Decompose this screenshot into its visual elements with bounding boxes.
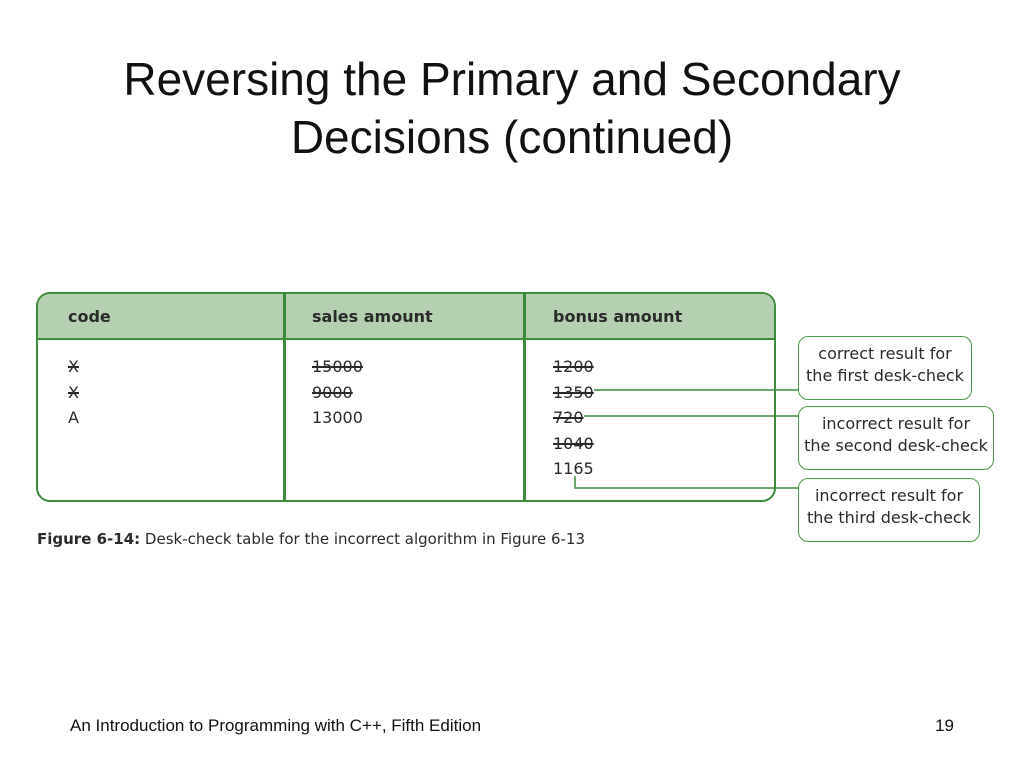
code-value: A [68,408,79,427]
column-divider [283,294,286,500]
sales-amount-value: 9000 [312,382,353,402]
figure-caption: Figure 6-14: Desk-check table for the in… [37,530,585,548]
code-column-values: X X A [68,354,79,431]
bonus-amount-value: 1350 [553,382,594,402]
callout-text: correct result for [818,344,952,363]
slide-title: Reversing the Primary and Secondary Deci… [40,50,984,166]
table-header-row [38,294,774,340]
column-divider [523,294,526,500]
bonus-amount-column-values: 1200 1350 720 1040 1165 [553,354,594,482]
callout-third-desk-check: incorrect result for the third desk-chec… [798,478,980,542]
slide-title-line-2: Decisions (continued) [290,111,734,163]
figure-label: Figure 6-14: [37,530,141,548]
callout-second-desk-check: incorrect result for the second desk-che… [798,406,994,470]
header-code: code [68,307,111,326]
footer-page-number: 19 [935,716,954,735]
callout-text: incorrect result for [814,486,964,505]
code-value: X [68,357,79,376]
bonus-amount-value: 1165 [553,459,594,478]
bonus-amount-value: 720 [553,408,584,427]
callout-text: incorrect result for [821,414,971,433]
code-value: X [68,382,79,402]
sales-amount-value: 13000 [312,408,363,427]
sales-amount-value: 15000 [312,357,363,376]
callout-first-desk-check: correct result for the first desk-check [798,336,972,400]
callout-text: the third desk-check [807,508,971,527]
sales-amount-column-values: 15000 9000 13000 [312,354,363,431]
figure-caption-text: Desk-check table for the incorrect algor… [140,530,585,548]
callout-text: the first desk-check [806,366,964,385]
header-sales-amount: sales amount [312,307,433,326]
bonus-amount-value: 1040 [553,433,594,453]
desk-check-table: code sales amount bonus amount X X A 150… [36,292,776,502]
bonus-amount-value: 1200 [553,357,594,376]
callout-text: the second desk-check [804,436,988,455]
header-bonus-amount: bonus amount [553,307,683,326]
footer-book-title: An Introduction to Programming with C++,… [70,716,482,735]
slide-title-line-1: Reversing the Primary and Secondary [123,53,901,105]
